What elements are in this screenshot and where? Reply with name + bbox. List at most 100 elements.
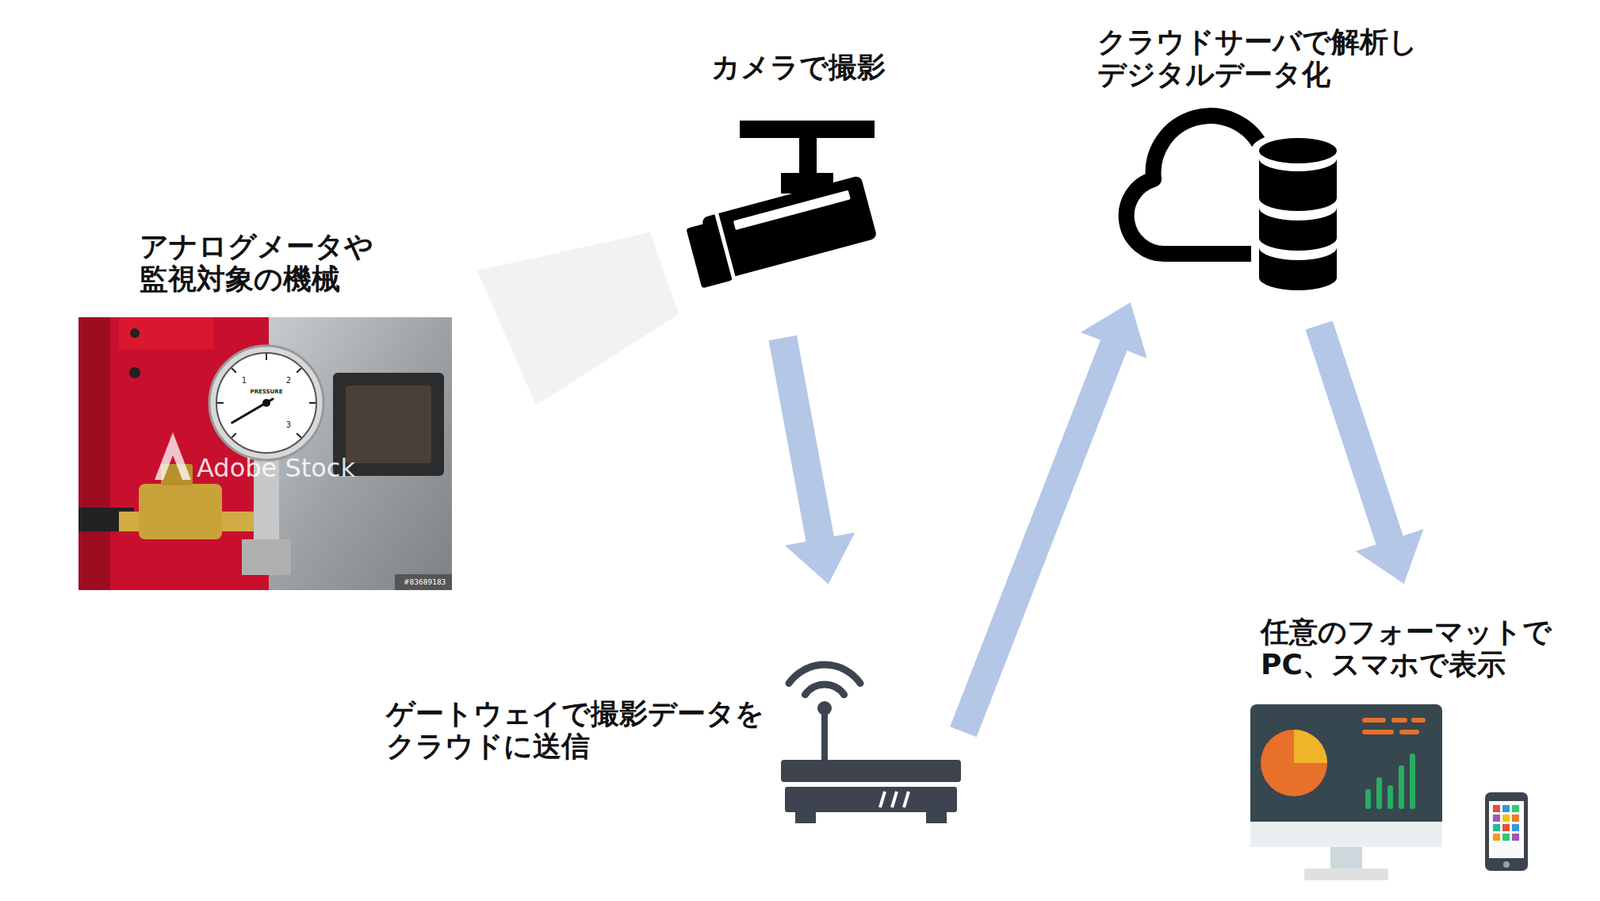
dash-marks bbox=[1362, 717, 1426, 735]
lens-gap bbox=[715, 212, 735, 282]
flow-arrow bbox=[769, 335, 856, 585]
pie-chart bbox=[1260, 729, 1328, 797]
camera-stem bbox=[799, 136, 817, 178]
pie-slice bbox=[1293, 729, 1328, 763]
app-tile bbox=[1492, 823, 1501, 831]
dash-mark bbox=[1362, 717, 1386, 723]
app-tile bbox=[1511, 823, 1520, 831]
camera-beam bbox=[477, 232, 679, 406]
monitor-icon bbox=[1250, 704, 1443, 881]
bar bbox=[1365, 788, 1371, 809]
wifi-arc bbox=[788, 664, 861, 683]
cloud-icon bbox=[1126, 115, 1345, 297]
bolt bbox=[129, 367, 141, 379]
camera-node: カメラで撮影 bbox=[685, 50, 950, 291]
phone-icon bbox=[1485, 792, 1528, 871]
monitor-screen bbox=[1250, 704, 1443, 827]
bar bbox=[1409, 753, 1416, 809]
gauge-tick bbox=[309, 401, 316, 404]
gauge-number: 3 bbox=[286, 420, 291, 430]
watermark-logo bbox=[154, 432, 192, 480]
database-disk bbox=[1259, 247, 1337, 291]
node-caption: カメラで撮影 bbox=[711, 50, 950, 84]
database-backing bbox=[1251, 131, 1345, 297]
image-id: #83689183 bbox=[403, 577, 446, 586]
gauge-bezel bbox=[209, 345, 324, 460]
database-disk bbox=[1259, 207, 1337, 251]
dash-mark bbox=[1362, 729, 1394, 735]
app-tile bbox=[1502, 814, 1510, 822]
router-lights bbox=[880, 791, 909, 808]
node-caption: 任意のフォーマットで PC、スマホで表示 bbox=[1260, 615, 1578, 682]
monitor-base bbox=[1304, 868, 1389, 881]
flow-arrow bbox=[1305, 320, 1424, 584]
gauge-tick bbox=[296, 367, 302, 373]
app-tile bbox=[1492, 833, 1501, 841]
label-anchor: 3 bbox=[288, 424, 294, 435]
photo-ground bbox=[78, 317, 452, 590]
camera-ceiling bbox=[739, 120, 875, 138]
hex-nut bbox=[241, 539, 291, 575]
id-strip bbox=[394, 574, 452, 590]
watermark: Adobe Stock bbox=[196, 453, 356, 483]
gauge-face bbox=[216, 352, 317, 453]
app-tile bbox=[1502, 804, 1510, 812]
router-foot bbox=[795, 811, 816, 823]
app-tile bbox=[1502, 833, 1510, 841]
wifi-arc bbox=[804, 684, 844, 695]
gauge-tick bbox=[296, 432, 302, 438]
router-top bbox=[780, 759, 961, 782]
gauge-label: PRESSURE bbox=[250, 388, 284, 395]
node-caption: クラウドサーバで解析し デジタルデータ化 bbox=[1097, 25, 1447, 92]
flow-arrow bbox=[949, 302, 1148, 737]
window-glass bbox=[345, 385, 432, 464]
machine-node: アナログメータや 監視対象の機械 bbox=[78, 229, 452, 590]
router-foot bbox=[926, 811, 947, 823]
app-tile bbox=[1511, 833, 1520, 841]
label-anchor: Adobe Stock bbox=[196, 453, 356, 483]
dash-mark bbox=[1391, 717, 1408, 723]
antenna-rod bbox=[821, 708, 828, 761]
brass-valve bbox=[138, 483, 223, 540]
gauge-hub bbox=[262, 398, 271, 407]
node-caption: アナログメータや 監視対象の機械 bbox=[139, 229, 410, 296]
router-base bbox=[784, 786, 957, 812]
monitor-bezel bbox=[1250, 821, 1443, 847]
label-anchor: #83689183 bbox=[403, 577, 446, 586]
bar bbox=[1376, 777, 1382, 809]
machine-photo bbox=[78, 317, 452, 590]
gauge-tick bbox=[231, 432, 237, 438]
bar-chart bbox=[1365, 753, 1416, 809]
dash-mark bbox=[1399, 729, 1420, 735]
gauge-ticks bbox=[217, 353, 316, 438]
gauge-needle bbox=[232, 398, 273, 423]
red-bracket bbox=[118, 317, 215, 349]
label-anchor: PRESSURE bbox=[266, 391, 299, 399]
router-light bbox=[903, 791, 909, 808]
router-light bbox=[880, 791, 885, 808]
gauge-number: 2 bbox=[286, 375, 291, 386]
monitor-neck bbox=[1330, 846, 1363, 869]
home-button bbox=[1503, 861, 1510, 868]
app-tile bbox=[1492, 814, 1501, 822]
app-tile bbox=[1502, 823, 1510, 831]
gauge-number: 1 bbox=[241, 375, 247, 386]
phone-body bbox=[1485, 792, 1528, 871]
camera-body-group bbox=[684, 173, 879, 290]
bar bbox=[1387, 784, 1394, 809]
gauge-tick bbox=[217, 401, 224, 404]
red-bar bbox=[78, 317, 111, 590]
database-cap bbox=[1259, 137, 1337, 164]
label-anchor: 2 bbox=[288, 380, 294, 391]
camera-icon bbox=[684, 120, 879, 290]
app-tile bbox=[1511, 814, 1520, 822]
camera-stripe bbox=[733, 190, 851, 230]
router-icon bbox=[780, 664, 961, 823]
gateway-node: ゲートウェイで撮影データを クラウドに送信 bbox=[386, 658, 961, 825]
bolt bbox=[130, 328, 140, 338]
database-disk bbox=[1259, 158, 1337, 211]
bar bbox=[1398, 765, 1405, 809]
